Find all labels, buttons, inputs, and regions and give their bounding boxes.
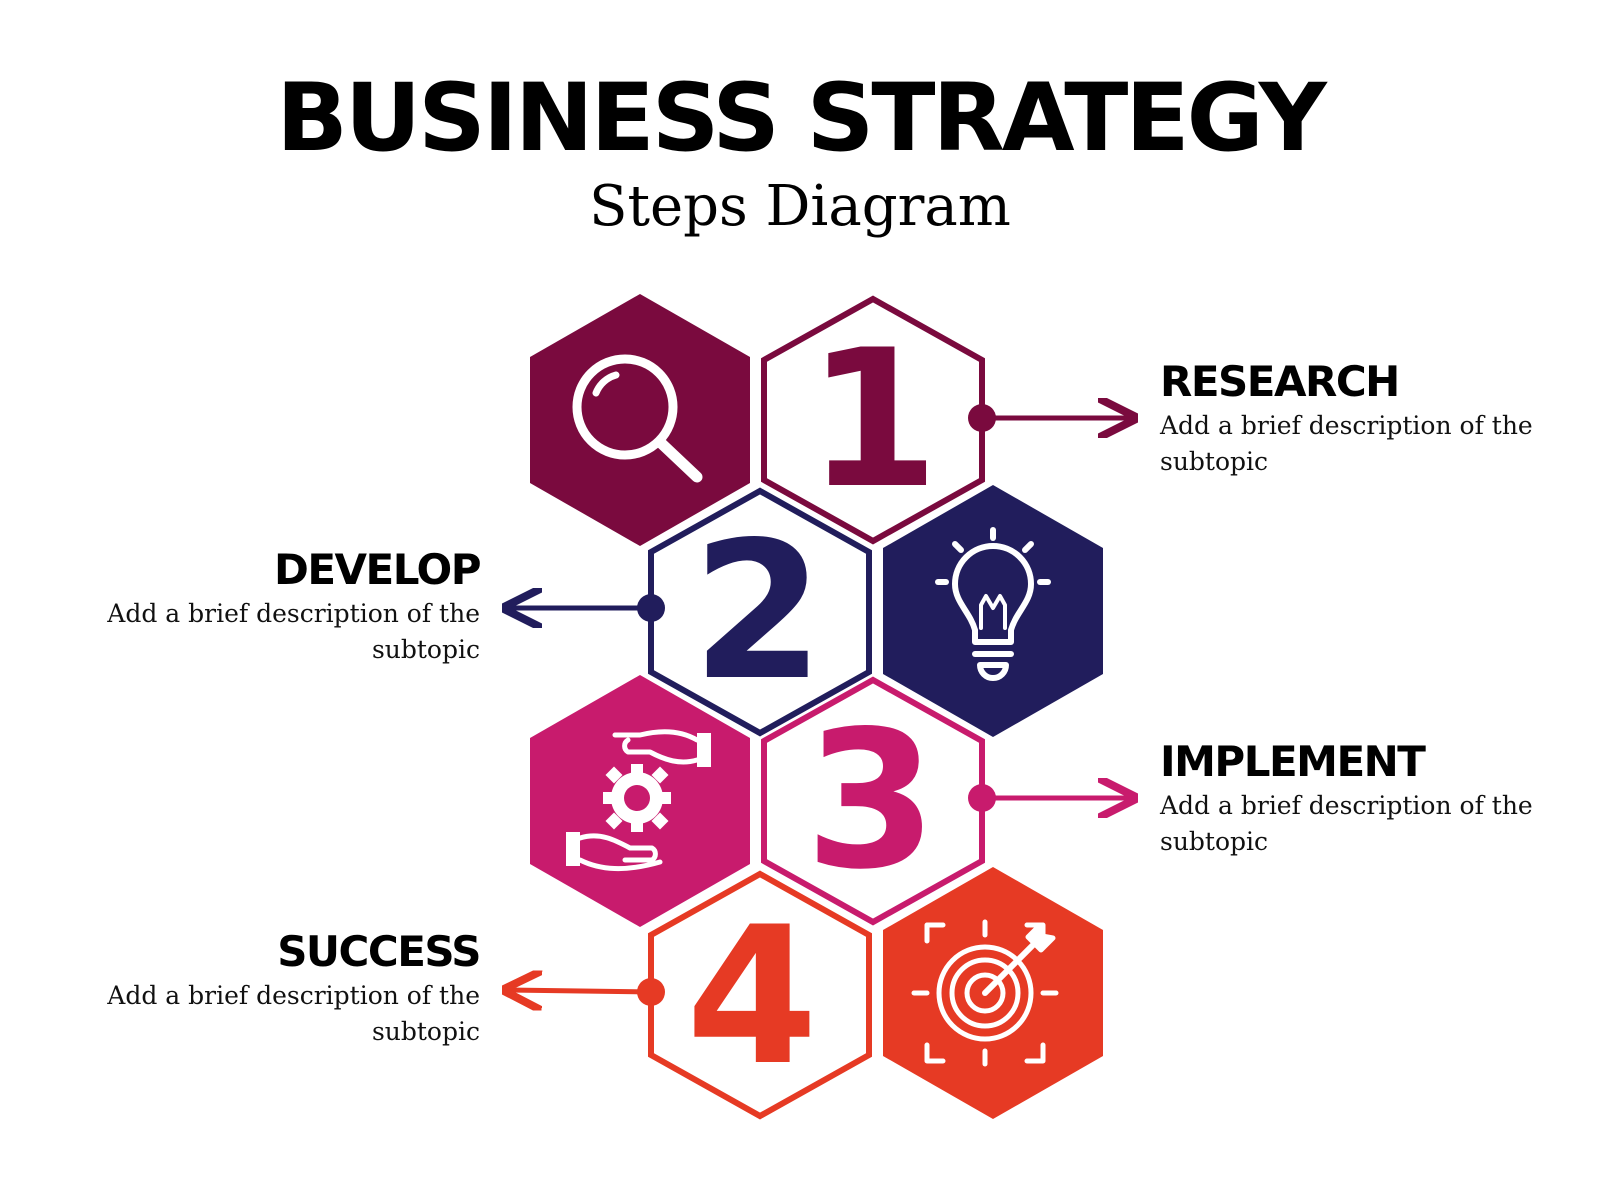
step-3-connector [968,784,1134,812]
step-1-label: RESEARCH Add a brief description of the … [1160,357,1560,481]
step-2-number: 2 [692,501,824,722]
step-4-number-hex: 4 [648,870,872,1120]
step-3-label: IMPLEMENT Add a brief description of the… [1160,737,1560,861]
step-3-title: IMPLEMENT [1160,737,1426,786]
step-4-description: Add a brief description of the subtopic [107,981,480,1047]
page-title: BUSINESS STRATEGY [276,64,1327,173]
step-2-label: DEVELOP Add a brief description of the s… [80,545,482,669]
target-arrow-icon [911,919,1059,1067]
step-4-label: SUCCESS Add a brief description of the s… [80,927,481,1051]
step-1-title: RESEARCH [1160,357,1400,406]
step-1-number: 1 [807,309,939,530]
step-1-connector [968,404,1134,432]
step-4-title: SUCCESS [277,927,481,976]
step-4-icon-hex [883,867,1103,1119]
gear-icon [603,764,671,832]
hands-gear-icon [566,729,711,871]
step-3-description: Add a brief description of the subtopic [1160,791,1533,857]
step-1-number-hex: 1 [761,295,985,545]
step-2-icon-hex [883,485,1103,737]
step-3-number: 3 [805,690,937,911]
step-2-number-hex: 2 [648,487,872,737]
step-2-connector [506,594,665,622]
step-3-number-hex: 3 [761,676,985,926]
lightbulb-icon [935,527,1051,681]
page-subtitle: Steps Diagram [589,174,1011,239]
step-2-title: DEVELOP [273,545,482,594]
step-1-description: Add a brief description of the subtopic [1160,411,1533,477]
step-2-description: Add a brief description of the subtopic [107,599,480,665]
step-1-icon-hex [530,294,750,546]
step-4-number: 4 [686,886,818,1107]
magnifier-icon [572,354,703,483]
step-3-icon-hex [530,675,750,927]
step-4-connector [506,978,665,1006]
